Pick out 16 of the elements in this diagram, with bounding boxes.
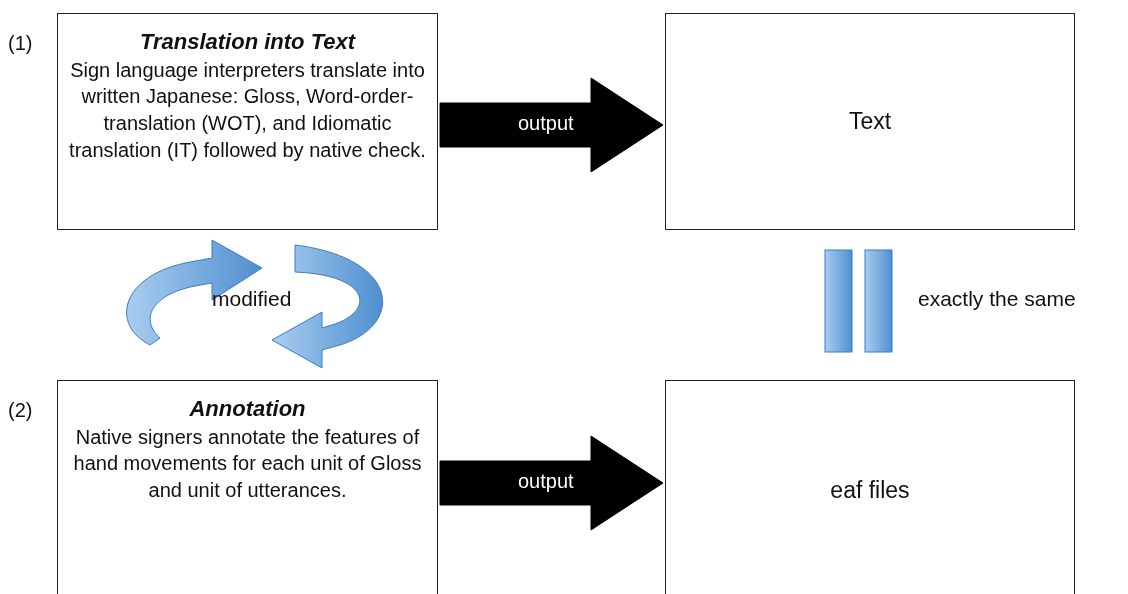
box-text: eaf files bbox=[830, 476, 910, 504]
annotation-text: exactly the same bbox=[918, 287, 1076, 311]
block-arrow bbox=[439, 435, 664, 531]
box-text: Sign language interpreters translate into written Japanese: Gloss, Word-order-translation (WOT), and Idiomatic translation (IT) followed by native check. bbox=[68, 57, 427, 163]
box-text: Text bbox=[848, 108, 892, 135]
text-box bbox=[665, 380, 1075, 594]
step-number: (2) bbox=[8, 399, 33, 422]
box-heading: Translation into Text bbox=[139, 28, 356, 56]
block-arrow bbox=[439, 77, 664, 173]
edge-label: output bbox=[518, 112, 574, 135]
text-box bbox=[665, 13, 1075, 230]
box-text: Native signers annotate the features of hand movements for each unit of Gloss and unit of utterances. bbox=[72, 424, 423, 504]
box-heading: Annotation bbox=[189, 395, 306, 423]
edge-label: output bbox=[518, 470, 574, 493]
step-number: (1) bbox=[8, 32, 33, 55]
annotation-text: modified bbox=[212, 287, 292, 311]
